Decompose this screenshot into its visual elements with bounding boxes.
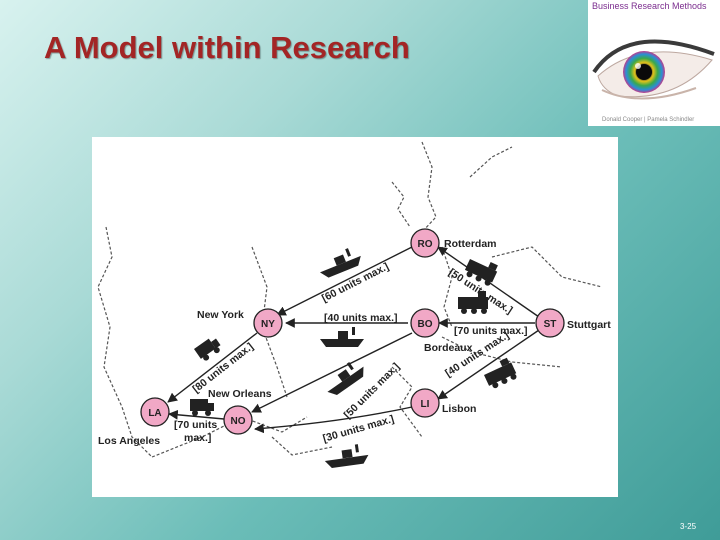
capacity-label: [70 units max.] <box>454 325 528 337</box>
edge-bo-no <box>251 332 413 413</box>
capacity-label: max.] <box>184 432 211 444</box>
logo-authors: Donald Cooper | Pamela Schindler <box>602 117 695 123</box>
capacity-label: [60 units max.] <box>320 261 391 305</box>
edge-ny-la <box>167 332 258 403</box>
node-code: NO <box>231 416 246 427</box>
node-la: LA <box>140 397 170 427</box>
node-ny: NY <box>253 308 283 338</box>
edge-li-no <box>254 406 413 434</box>
capacity-label: [40 units max.] <box>324 312 398 324</box>
node-code: LI <box>421 399 430 410</box>
map-outlines <box>97 141 603 458</box>
book-cover-logo: Business Research Methods Donald Cooper … <box>588 0 720 126</box>
node-code: ST <box>544 319 557 330</box>
node-code: BO <box>418 319 433 330</box>
city-label: New York <box>197 309 244 321</box>
city-label: Los Angeles <box>98 435 160 447</box>
train-icon <box>458 291 488 314</box>
edge-st-li <box>437 329 540 400</box>
eye-illustration <box>592 39 715 100</box>
city-label: New Orleans <box>208 388 272 400</box>
ship-icon <box>327 362 364 396</box>
edge-no-la <box>168 409 225 420</box>
city-label: Bordeaux <box>424 342 473 354</box>
node-li: LI <box>410 388 440 418</box>
city-label: Lisbon <box>442 403 476 415</box>
node-code: NY <box>261 319 275 330</box>
slide-title: A Model within Research <box>44 30 410 65</box>
node-code: RO <box>418 239 433 250</box>
network-edges <box>167 246 540 434</box>
vehicle-icons <box>190 248 517 469</box>
node-st: ST <box>535 308 565 338</box>
truck-icon <box>190 399 214 416</box>
transport-network-diagram: [60 units max.] [50 units max.] [40 unit… <box>92 137 618 497</box>
edge-ro-ny <box>276 246 413 316</box>
node-code: LA <box>148 408 161 419</box>
capacity-label: [50 units max.] <box>342 361 402 421</box>
capacity-label: [30 units max.] <box>322 413 396 445</box>
ship-icon <box>319 248 361 278</box>
node-ro: RO <box>410 228 440 258</box>
capacity-label: [70 units <box>174 419 217 431</box>
city-label: Stuttgart <box>567 319 611 331</box>
train-icon <box>484 357 517 389</box>
train-icon <box>464 259 498 286</box>
truck-icon <box>194 338 221 361</box>
node-no: NO <box>223 405 253 435</box>
ship-icon <box>320 327 364 347</box>
page-number: 3-25 <box>680 522 697 531</box>
ship-icon <box>324 444 369 469</box>
logo-heading: Business Research Methods <box>592 1 707 11</box>
node-bo: BO <box>410 308 440 338</box>
city-label: Rotterdam <box>444 238 497 250</box>
